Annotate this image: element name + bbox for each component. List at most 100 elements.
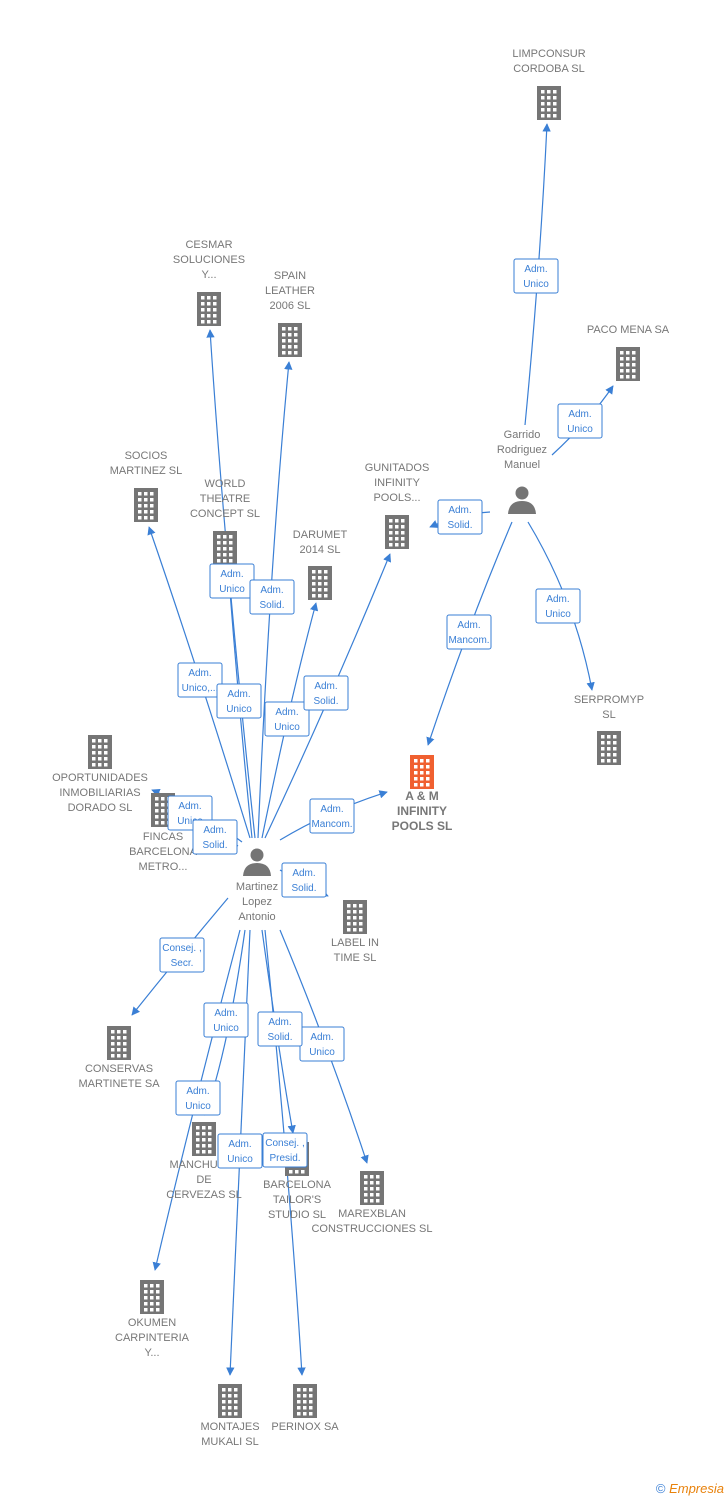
building-icon <box>107 1026 131 1060</box>
node-label: DE <box>196 1174 211 1186</box>
role-label: Unico <box>177 816 203 827</box>
role-box-martinez-spain[interactable]: Adm.Solid. <box>249 579 295 615</box>
building-icon <box>537 86 561 120</box>
role-label: Solid. <box>313 696 338 707</box>
role-box-martinez-tailors[interactable]: Consej. ,Presid. <box>262 1132 308 1168</box>
role-label: Adm. <box>188 668 211 679</box>
node-spain[interactable]: SPAIN LEATHER 2006 SL <box>265 270 315 357</box>
copyright-symbol: © <box>655 1481 666 1496</box>
role-box-martinez-manchuela[interactable]: Adm.Unico <box>203 1002 249 1038</box>
node-label: BARCELONA <box>129 846 198 858</box>
node-label: BARCELONA <box>263 1179 332 1191</box>
node-label: Y... <box>144 1347 159 1359</box>
node-perinox[interactable]: PERINOX SA <box>271 1384 339 1433</box>
node-gunitados[interactable]: GUNITADOSINFINITYPOOLS... <box>365 462 430 549</box>
node-label: MARTINEZ SL <box>110 465 183 477</box>
role-box-garrido-gunitados[interactable]: Adm.Solid. <box>437 499 483 535</box>
role-label: Adm. <box>275 707 298 718</box>
role-label: Adm. <box>220 569 243 580</box>
node-label: TAILOR'S <box>273 1194 321 1206</box>
building-icon <box>192 1122 216 1156</box>
role-box-martinez-okumen[interactable]: Adm.Unico <box>175 1080 221 1116</box>
node-label: GUNITADOS <box>365 462 430 474</box>
node-pacomena[interactable]: PACO MENA SA <box>587 324 670 381</box>
role-box-martinez-montajes[interactable]: Adm.Unico <box>217 1133 263 1169</box>
role-label: Adm. <box>524 264 547 275</box>
node-label: Martinez <box>236 881 278 893</box>
building-icon <box>140 1280 164 1314</box>
role-label: Solid. <box>291 883 316 894</box>
node-label: MUKALI SL <box>201 1436 258 1448</box>
node-label: LIMPCONSUR <box>512 48 585 60</box>
role-box-martinez-cesmar[interactable]: Adm.Unico <box>209 563 255 599</box>
node-label: Lopez <box>242 896 272 908</box>
node-cesmar[interactable]: CESMARSOLUCIONESY... <box>173 239 245 326</box>
node-label: SPAIN <box>274 270 306 282</box>
role-label: Adm. <box>227 689 250 700</box>
role-box-martinez-fincas[interactable]: Adm.Solid. <box>192 819 238 855</box>
node-label: OPORTUNIDADES <box>52 772 148 784</box>
role-label: Unico <box>545 609 571 620</box>
role-label: Adm. <box>260 585 283 596</box>
node-label: POOLS... <box>373 492 420 504</box>
role-box-martinez-world[interactable]: Adm. Unico <box>216 683 262 719</box>
role-label: Solid. <box>447 520 472 531</box>
role-box-martinez-darumet[interactable]: Adm.Unico <box>264 701 310 737</box>
role-label: Adm. <box>228 1139 251 1150</box>
node-label: 2006 SL <box>270 300 311 312</box>
role-box-garrido-limpconsur[interactable]: Adm.Unico <box>513 258 559 294</box>
role-box-martinez-am[interactable]: Adm.Mancom. <box>309 798 355 834</box>
node-label: STUDIO SL <box>268 1209 326 1221</box>
role-label: Adm. <box>314 681 337 692</box>
node-label: CORDOBA SL <box>513 63 585 75</box>
role-label: Adm. <box>457 620 480 631</box>
node-label: PACO MENA SA <box>587 324 670 336</box>
brand-logo[interactable]: Empresia <box>669 1481 724 1496</box>
role-label: Secr. <box>171 958 194 969</box>
node-label: MARTINETE SA <box>78 1078 160 1090</box>
role-box-garrido-am[interactable]: Adm. Mancom. <box>446 614 492 650</box>
role-box-martinez-socios[interactable]: Adm.Unico,... <box>177 662 223 698</box>
role-box-martinez-marexblan[interactable]: Adm. Unico <box>299 1026 345 1062</box>
role-box-martinez-perinox[interactable]: Adm.Solid. <box>257 1011 303 1047</box>
node-label: FINCAS <box>143 831 183 843</box>
role-label: Unico <box>226 704 252 715</box>
building-icon <box>134 488 158 522</box>
node-label: TIME SL <box>334 952 377 964</box>
role-label: Mancom. <box>311 819 352 830</box>
node-label: Antonio <box>238 911 275 923</box>
role-box-garrido-pacomena[interactable]: Adm.Unico <box>557 403 603 439</box>
node-label: CARPINTERIA <box>115 1332 190 1344</box>
node-label: SOLUCIONES <box>173 254 245 266</box>
role-box-garrido-serpromyp[interactable]: Adm.Unico <box>535 588 581 624</box>
role-box-martinez-gunitados[interactable]: Adm. Solid. <box>303 675 349 711</box>
node-okumen[interactable]: OKUMENCARPINTERIAY... <box>115 1280 190 1359</box>
role-box-martinez-conservas[interactable]: Consej. ,Secr. <box>159 937 205 973</box>
roles-layer: Adm.UnicoAdm.UnicoAdm.Solid.Adm.Mancom.A… <box>159 258 603 1169</box>
node-label: LEATHER <box>265 285 315 297</box>
person-icon <box>508 486 536 514</box>
role-label: Unico <box>309 1047 335 1058</box>
node-limpconsur[interactable]: LIMPCONSUR CORDOBA SL <box>512 48 586 120</box>
role-label: Mancom. <box>448 635 489 646</box>
node-label: 2014 SL <box>300 544 341 556</box>
person-icon <box>243 848 271 876</box>
role-box-martinez-label[interactable]: Adm. Solid. <box>281 862 327 898</box>
role-label: Adm. <box>292 868 315 879</box>
node-label: Garrido <box>504 429 541 441</box>
role-label: Solid. <box>202 840 227 851</box>
role-label: Adm. <box>310 1032 333 1043</box>
